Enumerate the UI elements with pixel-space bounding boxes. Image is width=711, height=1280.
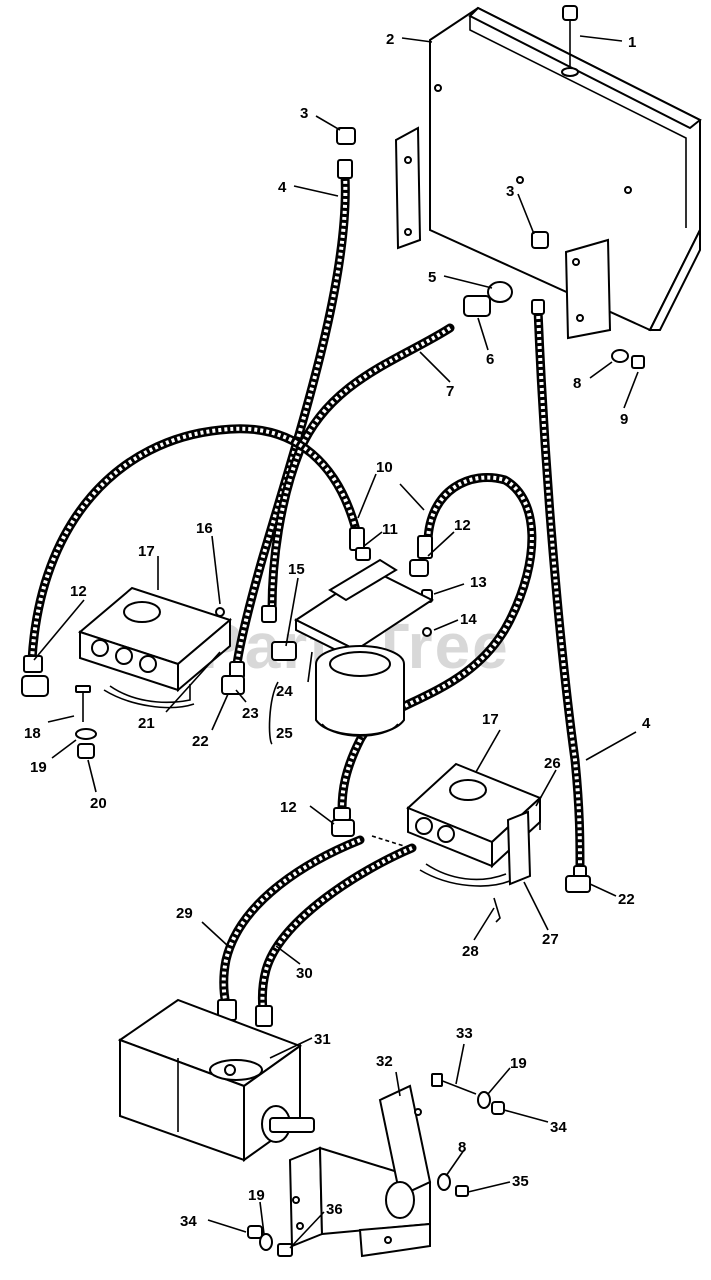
- callout-23: 23: [242, 705, 259, 722]
- hydraulic-pump: [117, 998, 315, 1162]
- callout-17: 17: [138, 543, 155, 560]
- callout-30: 30: [296, 965, 313, 982]
- callout-10: 10: [376, 459, 393, 476]
- callout-32: 32: [376, 1053, 393, 1070]
- callout-34: 34: [550, 1119, 567, 1136]
- callout-24: 24: [276, 683, 293, 700]
- callout-11: 11: [382, 521, 398, 538]
- callout-22b: 22: [618, 891, 635, 908]
- callout-36: 36: [326, 1201, 343, 1218]
- filter-assembly: [294, 558, 434, 737]
- control-valve-left: [77, 586, 233, 709]
- callout-21: 21: [138, 715, 155, 732]
- callout-19c: 19: [248, 1187, 265, 1204]
- callout-15: 15: [288, 561, 305, 578]
- leader-lines: [33, 35, 639, 1249]
- callout-12c: 12: [280, 799, 297, 816]
- callout-8b: 8: [458, 1139, 466, 1156]
- callout-12b: 12: [70, 583, 87, 600]
- callout-20: 20: [90, 795, 107, 812]
- callout-3b: 3: [506, 183, 514, 200]
- pump-mount-bracket: [288, 1084, 432, 1258]
- callout-8: 8: [573, 375, 581, 392]
- callout-5: 5: [428, 269, 436, 286]
- hydraulic-reservoir: [394, 6, 702, 340]
- callout-29: 29: [176, 905, 193, 922]
- callout-labels: 1 2 3 3 4 5 6 7 8 9 10 11 12 13 14 15 16…: [24, 31, 651, 1230]
- callout-34b: 34: [180, 1213, 197, 1230]
- callout-12: 12: [454, 517, 471, 534]
- callout-27: 27: [542, 931, 559, 948]
- callout-7: 7: [446, 383, 454, 400]
- callout-3: 3: [300, 105, 308, 122]
- mount-hardware: [247, 349, 645, 1257]
- callout-4: 4: [278, 179, 287, 196]
- hoses: [27, 170, 585, 1015]
- callout-25: 25: [276, 725, 293, 742]
- callout-13: 13: [470, 574, 487, 591]
- fittings: [21, 127, 591, 1027]
- callout-26: 26: [544, 755, 561, 772]
- callout-2: 2: [386, 31, 394, 48]
- callout-35: 35: [512, 1173, 529, 1190]
- callout-19b: 19: [510, 1055, 527, 1072]
- callout-6: 6: [486, 351, 494, 368]
- callout-22: 22: [192, 733, 209, 750]
- callout-19: 19: [30, 759, 47, 776]
- callout-14: 14: [460, 611, 477, 628]
- dipstick: [561, 5, 579, 77]
- callout-16: 16: [196, 520, 213, 537]
- callout-31: 31: [314, 1031, 331, 1048]
- callout-17b: 17: [482, 711, 499, 728]
- callout-28: 28: [462, 943, 479, 960]
- callout-9: 9: [620, 411, 628, 428]
- callout-33: 33: [456, 1025, 473, 1042]
- callout-18: 18: [24, 725, 41, 742]
- callout-4b: 4: [642, 715, 651, 732]
- control-valve-right: [406, 762, 542, 923]
- callout-1: 1: [628, 34, 636, 51]
